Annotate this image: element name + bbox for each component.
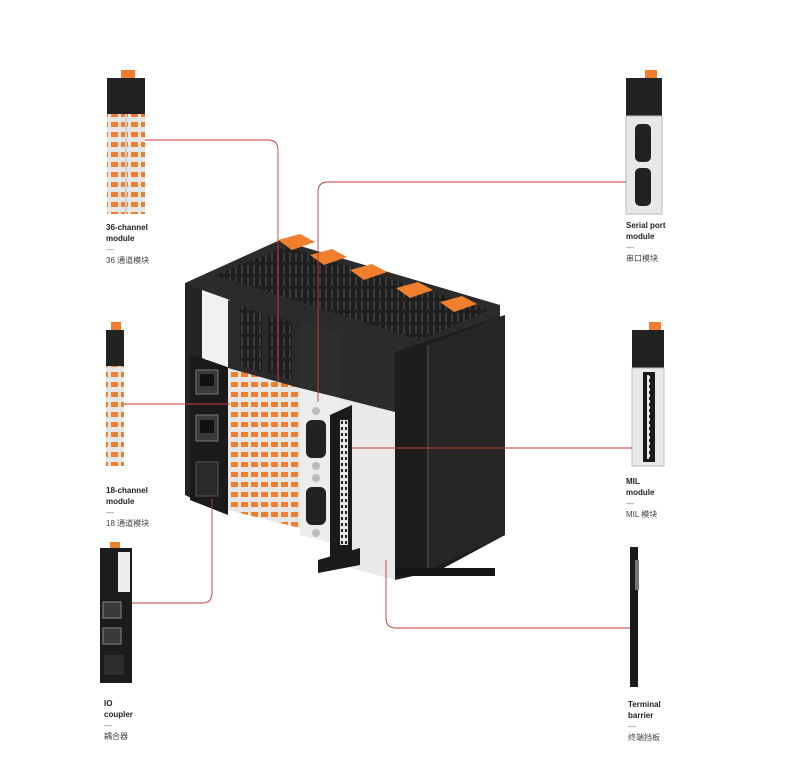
leader-io-coupler <box>132 498 213 604</box>
mil-module-image <box>631 322 665 467</box>
io-coupler-image <box>100 542 132 683</box>
label-terminal-barrier-dash: — <box>628 722 636 731</box>
label-terminal-barrier: Terminal barrier — 终端挡板 <box>628 699 661 743</box>
leader-terminal-barrier <box>385 560 630 629</box>
label-36-channel-dash: — <box>106 245 114 254</box>
label-terminal-barrier-zh: 终端挡板 <box>628 733 660 742</box>
leader-serial-port <box>317 181 626 402</box>
label-serial-port-en: Serial port module <box>626 221 666 241</box>
label-serial-port-dash: — <box>626 243 634 252</box>
label-36-channel-module: 36-channel module — 36 通道模块 <box>106 222 149 266</box>
leader-36-channel <box>145 139 279 382</box>
label-18-channel-en: 18-channel module <box>106 486 148 506</box>
main-assembly <box>185 234 505 580</box>
serial-port-module-image <box>625 70 663 215</box>
label-mil-en: MIL module <box>626 477 655 497</box>
label-io-coupler-zh: 耦合器 <box>104 732 128 741</box>
leader-lines <box>124 139 632 629</box>
label-18-channel-dash: — <box>106 508 114 517</box>
module-18-channel-image <box>106 322 124 466</box>
terminal-barrier-image <box>630 547 639 687</box>
label-serial-port-module: Serial port module — 串口模块 <box>626 220 666 264</box>
label-mil-module: MIL module — MIL 模块 <box>626 476 657 520</box>
label-io-coupler: IO coupler — 耦合器 <box>104 698 133 742</box>
label-mil-zh: MIL 模块 <box>626 510 658 519</box>
label-36-channel-en: 36-channel module <box>106 223 148 243</box>
label-18-channel-zh: 18 通道模块 <box>106 519 150 528</box>
label-serial-port-zh: 串口模块 <box>626 254 658 263</box>
label-terminal-barrier-en: Terminal barrier <box>628 700 661 720</box>
label-18-channel-module: 18-channel module — 18 通道模块 <box>106 485 149 529</box>
module-36-channel-image <box>107 70 145 214</box>
label-36-channel-zh: 36 通道模块 <box>106 256 150 265</box>
label-mil-dash: — <box>626 499 634 508</box>
label-io-coupler-dash: — <box>104 721 112 730</box>
label-io-coupler-en: IO coupler <box>104 699 133 719</box>
